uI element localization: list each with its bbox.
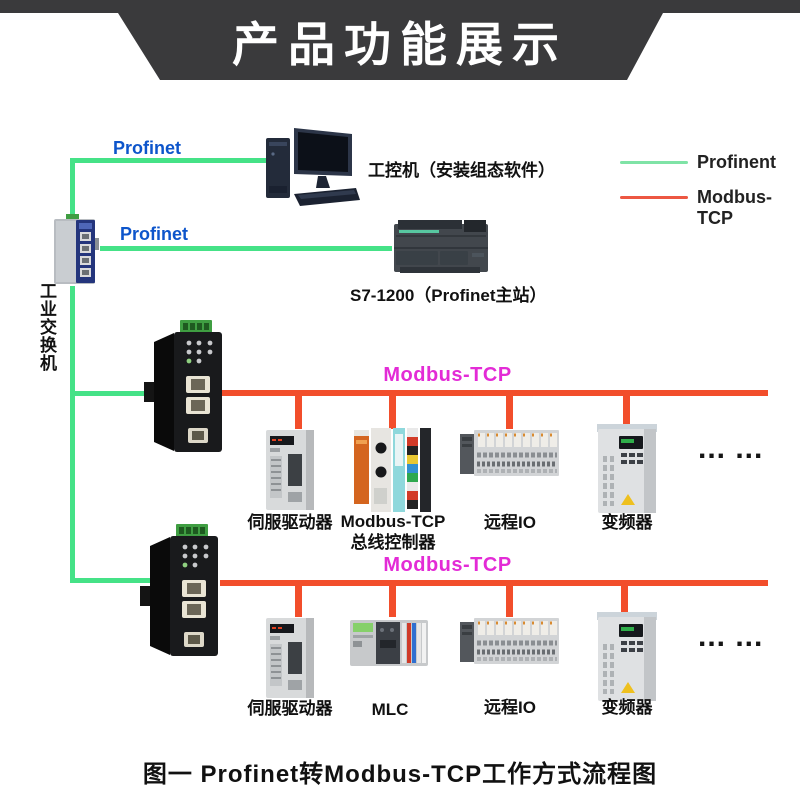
modbus-bus1-line: [222, 390, 768, 396]
s7-1200-plc-image: [392, 220, 492, 278]
industrial-pc-image: [260, 124, 360, 214]
profinet-link-label-2: Profinet: [120, 224, 189, 244]
servo-drive-icon: [266, 618, 314, 698]
legend-profinet-line: [620, 161, 688, 164]
remote-io1-image: [460, 428, 560, 478]
profinet-branch-gateway1: [72, 391, 160, 396]
figure-caption: 图一 Profinet转Modbus-TCP工作方式流程图: [142, 761, 658, 788]
vfd2-label: 变频器: [601, 698, 653, 717]
modbus-bus1-label: Modbus-TCP: [383, 364, 512, 386]
profinet-link-label-1: Profinet: [113, 138, 182, 158]
s7-1200-plc-label: S7-1200（Profinet主站）: [350, 286, 547, 305]
servo-drive-icon: [266, 430, 314, 510]
modbus-bus2-line: [220, 580, 768, 586]
vfd-icon: [597, 612, 657, 701]
legend-modbus-label: Modbus-TCP: [697, 187, 772, 228]
gateway1-image: [142, 318, 232, 466]
bus-controller-label-line2: 总线控制器: [350, 533, 436, 552]
profinet-trunk-line: [70, 286, 75, 583]
vfd2-image: [597, 612, 659, 702]
bus-controller-image: [354, 426, 432, 514]
modbus-bus1-drop1: [295, 393, 302, 429]
gateway2-image: [138, 522, 228, 670]
profinet-line-switch-to-pc-vertical: [70, 158, 75, 218]
industrial-switch-image: [54, 214, 100, 286]
servo-drive2-image: [264, 616, 318, 700]
remote-io-icon: [460, 430, 559, 476]
remote-io-icon: [460, 618, 559, 664]
servo-drive2-label: 伺服驱动器: [247, 699, 333, 718]
modbus-bus1-drop4: [623, 393, 630, 429]
bus-controller-label: Modbus-TCP 总线控制器: [330, 511, 456, 553]
industrial-pc-label: 工控机（安装组态软件）: [368, 161, 555, 180]
vfd1-label: 变频器: [601, 513, 653, 532]
mlc-icon: [350, 620, 428, 666]
profinet-line-switch-to-pc: [70, 158, 270, 163]
modbus-bus2-drop1: [295, 583, 302, 617]
industrial-switch-label: 工业交换机: [37, 282, 56, 372]
legend-modbus-line: [620, 196, 688, 199]
modbus-bus2-drop2: [389, 583, 396, 617]
mlc-label: MLC: [371, 700, 409, 719]
page-title: 产品功能展示: [232, 18, 568, 71]
bus-controller-icon: [354, 428, 431, 512]
modbus-bus2-drop3: [506, 583, 513, 617]
vfd1-image: [597, 424, 659, 514]
servo-drive1-image: [264, 428, 318, 512]
modbus-bus2-drop4: [621, 583, 628, 617]
profinet-line-switch-to-plc: [100, 246, 392, 251]
vfd-icon: [597, 424, 657, 513]
plc-icon: [394, 220, 488, 273]
modbus-bus2-label: Modbus-TCP: [383, 554, 512, 576]
remote-io1-label: 远程IO: [484, 513, 536, 532]
protocol-gateway-icon: [144, 320, 222, 452]
modbus-bus1-drop3: [506, 393, 513, 429]
remote-io2-image: [460, 616, 560, 666]
bus1-ellipsis: ... ...: [698, 432, 764, 465]
protocol-gateway-icon: [140, 524, 218, 656]
mlc-image: [350, 616, 430, 668]
servo-drive1-label: 伺服驱动器: [247, 513, 333, 532]
remote-io2-label: 远程IO: [484, 698, 536, 717]
ethernet-switch-icon: [54, 214, 99, 284]
bus-controller-label-line1: Modbus-TCP: [340, 512, 446, 531]
profinet-branch-gateway2: [72, 578, 156, 583]
modbus-bus1-drop2: [389, 393, 396, 429]
legend-profinet-label: Profinent: [697, 152, 776, 172]
desktop-computer-icon: [266, 128, 360, 206]
bus2-ellipsis: ... ...: [698, 620, 764, 653]
